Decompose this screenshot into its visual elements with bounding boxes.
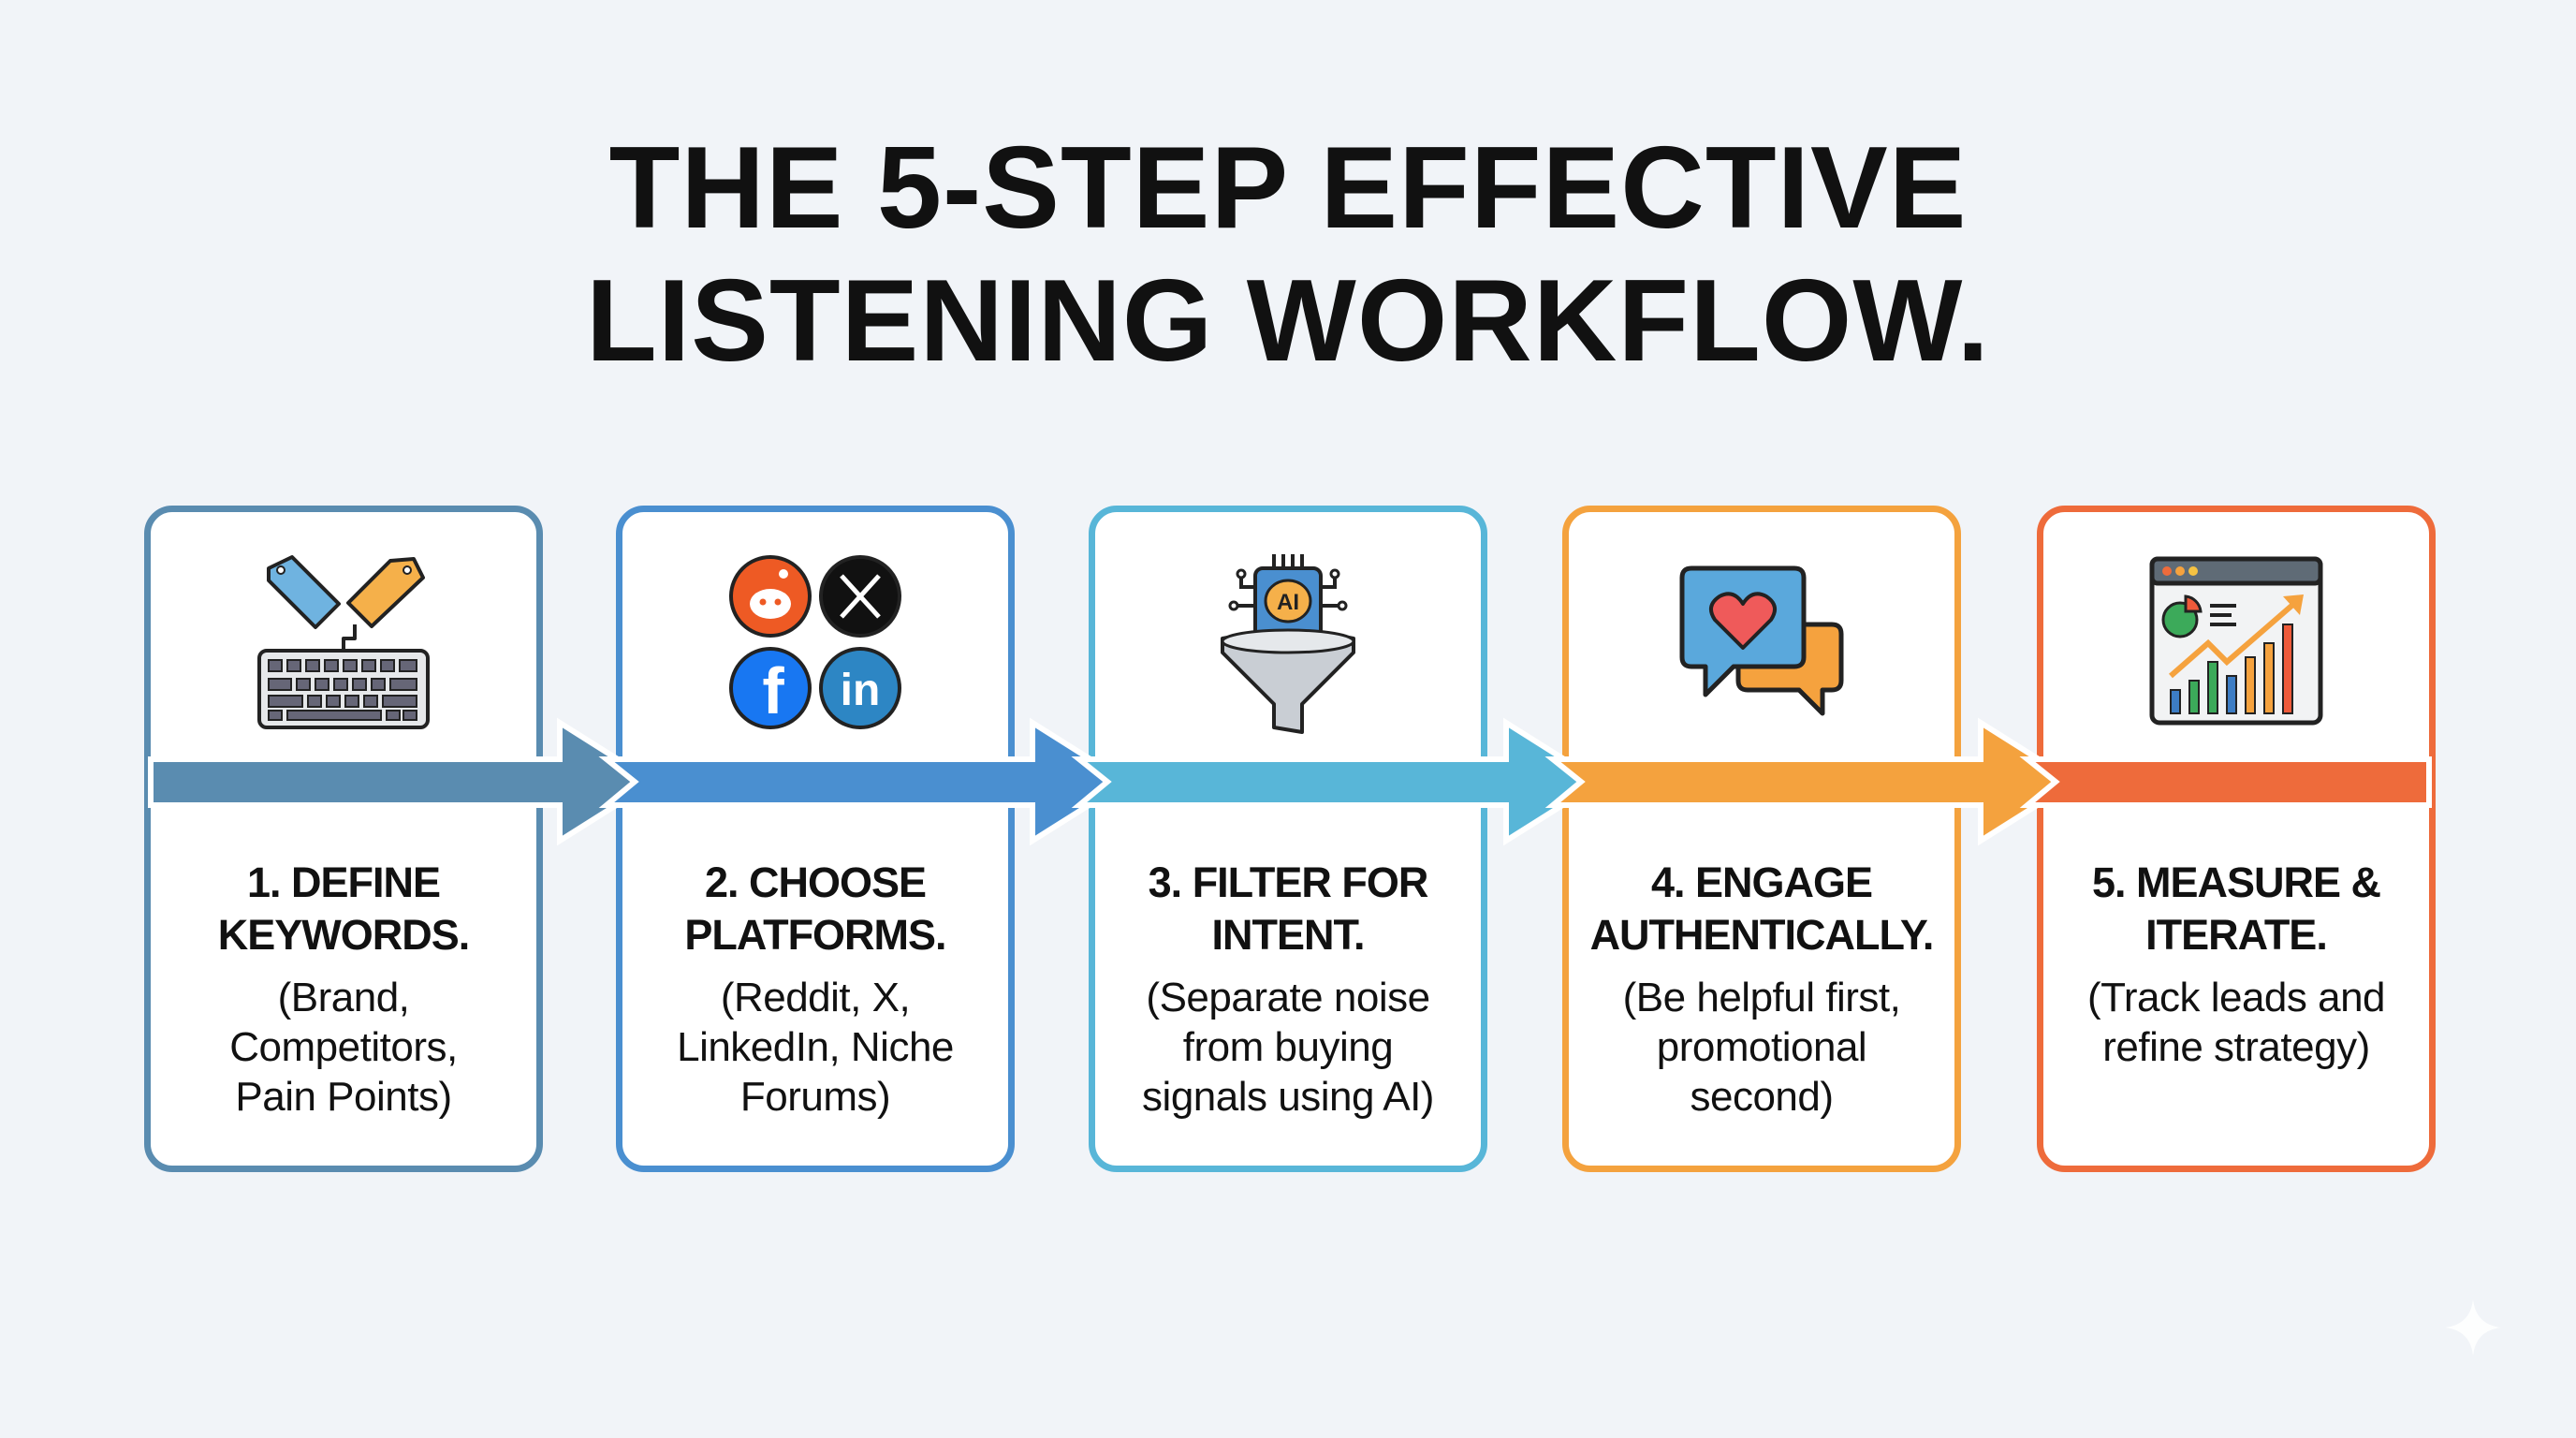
step-description: (Brand,Competitors,Pain Points) bbox=[229, 975, 458, 1120]
svg-text:f: f bbox=[762, 654, 784, 727]
svg-text:in: in bbox=[841, 666, 881, 715]
step-heading: 5. MEASURE &ITERATE. bbox=[2091, 858, 2381, 959]
analytics-dashboard-icon bbox=[2143, 550, 2330, 737]
sparkle-icon bbox=[2445, 1299, 2501, 1356]
ai-funnel-icon: AI bbox=[1194, 550, 1382, 737]
title-line-1: THE 5-STEP EFFECTIVE bbox=[608, 124, 1968, 253]
svg-text:AI: AI bbox=[1277, 590, 1299, 615]
keyword-tags-keyboard-icon bbox=[250, 550, 437, 737]
chat-bubbles-heart-icon bbox=[1668, 550, 1855, 737]
page-title: THE 5-STEP EFFECTIVE LISTENING WORKFLOW. bbox=[0, 122, 2576, 388]
social-platforms-icon: f in bbox=[722, 550, 909, 737]
title-line-2: LISTENING WORKFLOW. bbox=[586, 257, 1990, 386]
